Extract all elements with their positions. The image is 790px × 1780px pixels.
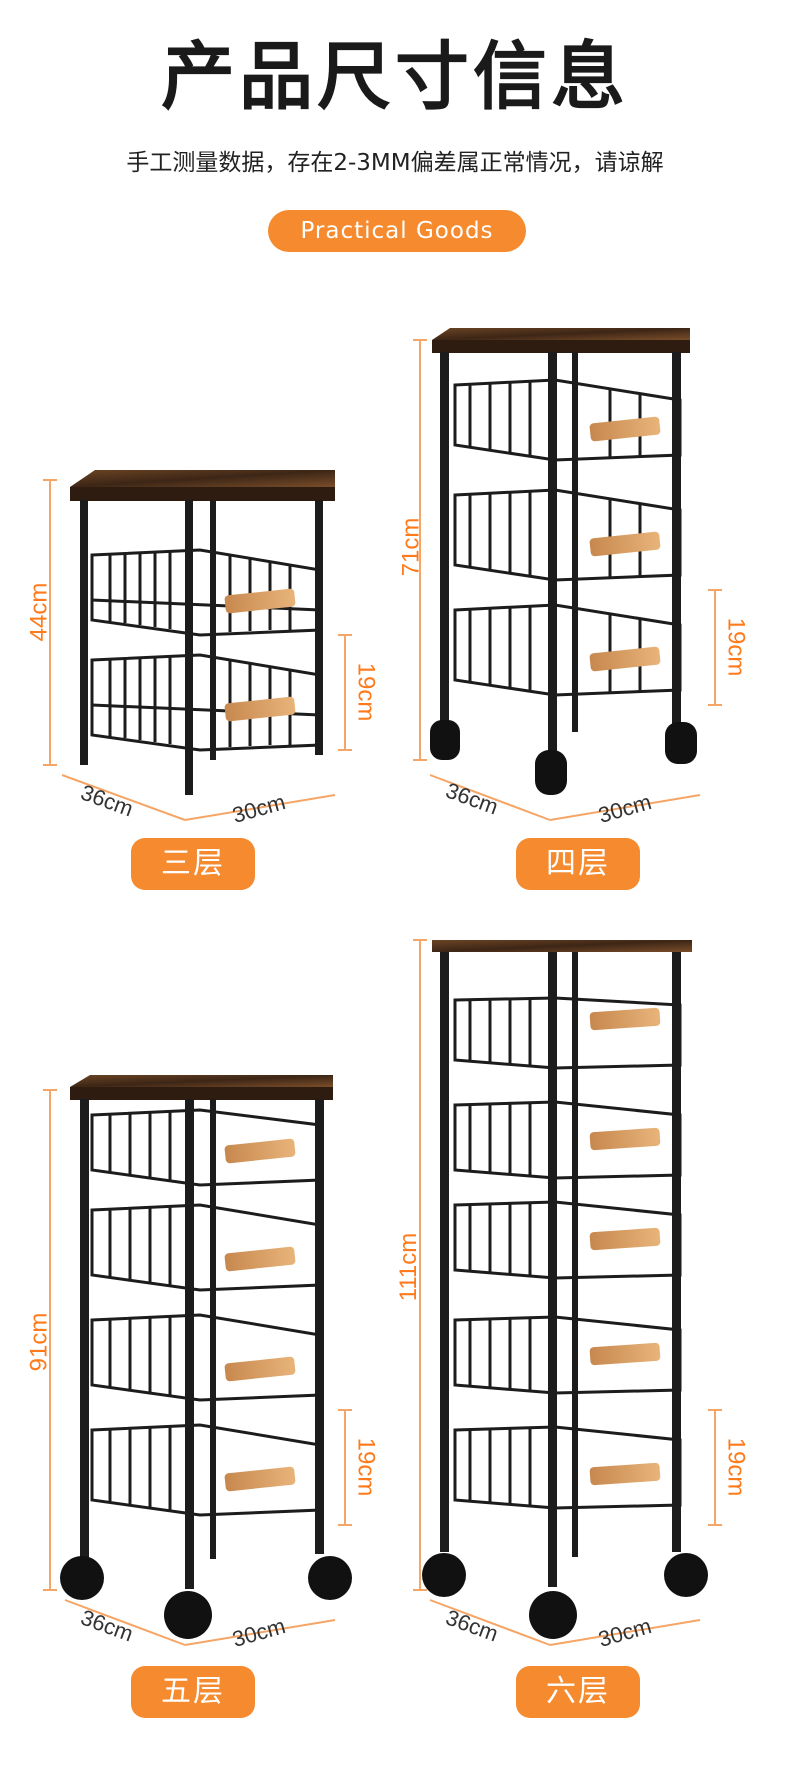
basket: [90, 1313, 322, 1402]
basket: [453, 1315, 682, 1395]
basket: [453, 378, 682, 462]
rack-4-tier: [430, 328, 697, 795]
caster-wheels: [60, 1556, 352, 1639]
rack-6-tier: [422, 940, 708, 1639]
tier-label-4: 四层: [516, 838, 640, 890]
height-label: 71cm: [397, 517, 425, 577]
rack-5-tier: [60, 1075, 352, 1639]
basket: [453, 488, 682, 582]
measurement-note: 手工测量数据，存在2-3MM偏差属正常情况，请谅解: [126, 150, 664, 176]
basket: [453, 1425, 682, 1510]
tier-label-5: 五层: [131, 1666, 255, 1718]
height-label: 91cm: [25, 1312, 53, 1372]
basket: [453, 603, 682, 697]
basket-gap-label: 19cm: [352, 662, 380, 722]
basket: [453, 1200, 682, 1280]
dimension-lines: [43, 339, 722, 1646]
basket: [90, 1108, 322, 1187]
practical-goods-tag: Practical Goods: [268, 210, 526, 252]
basket: [453, 1100, 682, 1180]
height-label: 111cm: [395, 1232, 423, 1302]
basket: [453, 996, 682, 1070]
basket: [90, 653, 322, 752]
basket: [90, 548, 322, 637]
tier-label-3: 三层: [131, 838, 255, 890]
caster-wheels: [422, 1553, 708, 1639]
height-label: 44cm: [25, 582, 53, 642]
basket: [90, 1203, 322, 1292]
basket-gap-label: 19cm: [722, 617, 750, 677]
rack-3-tier: [70, 470, 335, 795]
basket-gap-label: 19cm: [352, 1437, 380, 1497]
basket: [90, 1423, 322, 1517]
basket-gap-label: 19cm: [722, 1437, 750, 1497]
page-title: 产品尺寸信息: [161, 34, 629, 120]
caster-wheels: [430, 720, 697, 795]
tier-label-6: 六层: [516, 1666, 640, 1718]
